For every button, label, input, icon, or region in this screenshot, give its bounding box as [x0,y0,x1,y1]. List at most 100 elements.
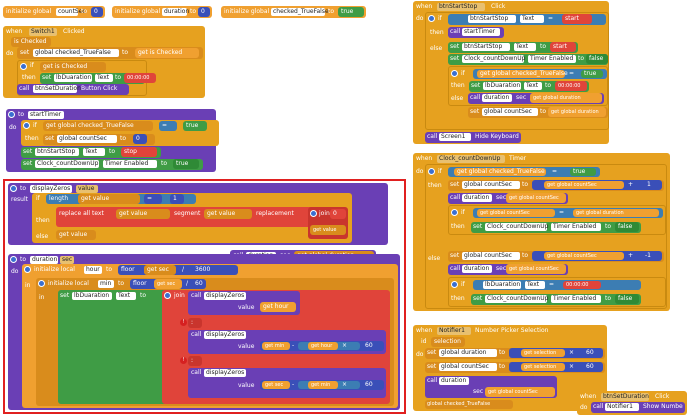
compare-countsec-duration[interactable] [473,208,663,218]
eq-op[interactable]: = [144,194,162,204]
gear-icon[interactable] [23,122,30,129]
property-dropdown[interactable]: Text [83,148,105,156]
get-global-countsec[interactable]: get global countSec [544,252,624,260]
gear-icon[interactable] [451,281,458,288]
get-is-checked[interactable]: get is Checked [40,62,106,72]
set-lb-text[interactable]: set lbDuaration Text to 00:00:00 [40,73,156,84]
property-dropdown[interactable]: Timer Enabled [551,223,601,231]
param-selection[interactable]: selection [431,337,465,347]
get-global-duration[interactable]: get global duration [530,93,602,103]
proc-dropdown[interactable]: startTimer [462,28,500,36]
get-sec[interactable]: get sec [154,279,182,289]
gear-icon[interactable] [10,185,17,192]
get-value[interactable]: get value [56,230,96,240]
component-dropdown[interactable]: Notifier1 [437,327,471,335]
gear-icon[interactable] [451,70,458,77]
component-dropdown[interactable]: lbDuaration [54,74,92,82]
get-value[interactable]: get value [310,225,346,235]
number-block[interactable]: 60 [583,363,599,371]
component-dropdown[interactable]: btnSetDuration [33,85,81,93]
get-global-countsec[interactable]: get global countSec [477,209,555,217]
when-notifier-picker[interactable]: when Notifier1 Number Picker Selection i… [413,325,607,411]
boolean-block[interactable]: true [570,168,596,176]
gear-icon[interactable] [20,63,27,70]
set-btnstartstop-text[interactable]: set btnStartStop Text to stop [21,147,161,158]
get-global-checked[interactable]: get global checked_TrueFalse [43,121,153,131]
text-block[interactable]: start [562,14,592,24]
compare-lb-text[interactable] [473,280,641,290]
component-dropdown[interactable]: Clock_countDownUp [485,295,549,303]
gear-icon[interactable] [428,15,435,22]
set-global-countsec[interactable]: set global countSec to get selection × 6… [425,362,605,373]
when-btnsetduration-click[interactable]: when btnSetDuration Click do call Notifi… [577,391,687,415]
component-dropdown[interactable]: Notifier1 [605,403,639,411]
number-block[interactable]: 0 [198,7,210,17]
component-dropdown[interactable]: lbDuaration [72,292,112,300]
init-local-min[interactable]: initialize local min to floor get sec / … [36,278,394,406]
boolean-block[interactable]: true [581,70,603,78]
text-block[interactable]: 00:00:00 [124,73,156,83]
when-switch1-clicked[interactable]: when Switch1 Clicked is Checked do set g… [3,26,205,98]
gear-icon[interactable] [310,210,317,217]
set-clock-enabled-false[interactable]: set Clock_countDownUp Timer Enabled to f… [471,222,641,233]
param-is-checked[interactable]: is Checked [11,37,51,47]
get-sec[interactable]: get sec [144,265,176,275]
text-block[interactable]: start [550,42,576,52]
number-block[interactable]: -1 [642,252,658,260]
var-dropdown[interactable]: global duration [439,349,497,357]
proc-display-zeros[interactable]: to displayZeros value result if length g… [8,183,388,245]
call-btn-set-duration[interactable]: call btnSetDuration Button Click [17,84,129,95]
set-countsec-plus[interactable]: set global countSec to get global countS… [448,180,664,191]
boolean-block[interactable]: false [586,54,608,64]
var-dropdown[interactable]: global countSec [57,135,117,143]
boolean-block[interactable]: true [338,7,364,17]
proc-start-timer[interactable]: to startTimer do if get global checked_T… [6,109,219,172]
boolean-block[interactable]: false [615,222,639,232]
init-global-countsec[interactable]: initialize global countSec to 0 [3,6,105,18]
component-dropdown[interactable]: btnStartStop [468,15,516,23]
replace-all-text[interactable]: replace all text get value segment get v… [56,207,336,227]
get-global-countsec[interactable]: get global countSec [485,387,555,397]
boolean-block[interactable]: true [173,159,199,169]
proc-name-field[interactable]: displayZeros [30,185,72,193]
component-dropdown[interactable]: btnSetDuration [601,393,649,401]
set-lb-duration-text[interactable]: set lbDuaration Text to [58,290,178,404]
component-dropdown[interactable]: Clock_countDownUp [437,155,505,163]
local-name-field[interactable]: min [98,280,114,288]
get-sec[interactable]: get sec [262,381,290,389]
join-block[interactable]: join 0 get value [308,207,348,239]
local-name-field[interactable]: hour [84,266,102,274]
number-block[interactable]: 1 [644,181,658,189]
proc-dropdown[interactable]: displayZeros [204,331,246,339]
set-checked-truncated[interactable]: global checked_TrueFalse [425,400,513,409]
get-value[interactable]: get value [204,209,252,219]
var-dropdown[interactable]: global checked_TrueFalse [33,49,119,57]
var-dropdown[interactable]: global countSec [462,181,520,189]
property-dropdown[interactable]: Text [514,43,536,51]
set-global-countsec[interactable]: set global countSec to get global durati… [468,107,608,118]
param-field[interactable]: value [76,185,98,193]
property-dropdown[interactable]: Text [95,74,113,82]
number-block[interactable]: 1 [170,194,184,204]
component-dropdown[interactable]: Screen1 [439,133,471,141]
boolean-block[interactable]: false [615,294,639,304]
number-block[interactable]: 60 [583,349,599,357]
text-block[interactable]: stop [121,147,157,157]
component-dropdown[interactable]: lbDuaration [483,281,521,289]
get-global-checked[interactable]: get global checked_TrueFalse [477,70,568,78]
component-dropdown[interactable]: Clock_countDownUp [485,223,549,231]
component-dropdown[interactable]: lbDuaration [483,82,521,90]
call-displayzeros-min[interactable]: call displayZeros value get min - get ho… [188,330,386,354]
gear-icon[interactable] [428,168,435,175]
call-start-timer[interactable]: call startTimer [448,27,504,38]
call-displayzeros-sec[interactable]: call displayZeros value get sec - get mi… [188,368,386,398]
call-duration-countsec[interactable]: call duration sec get global countSec [448,264,568,275]
floor-div-3600[interactable]: floor [118,265,238,275]
get-global-countsec[interactable]: get global countSec [506,193,566,203]
compare-text-start[interactable]: btnStartStop Text = start [448,14,606,25]
if-else-block[interactable]: if btnStartStop Text = start then call s… [425,12,609,130]
set-clock-enabled[interactable]: set Clock_countDownUp Timer Enabled to t… [21,159,203,170]
set-btn-text-start[interactable]: set btnStartStop Text to start [448,42,578,53]
get-selection[interactable]: get selection [521,349,565,357]
if-expr-block[interactable]: if length get value = 1 then replace all… [32,193,352,243]
